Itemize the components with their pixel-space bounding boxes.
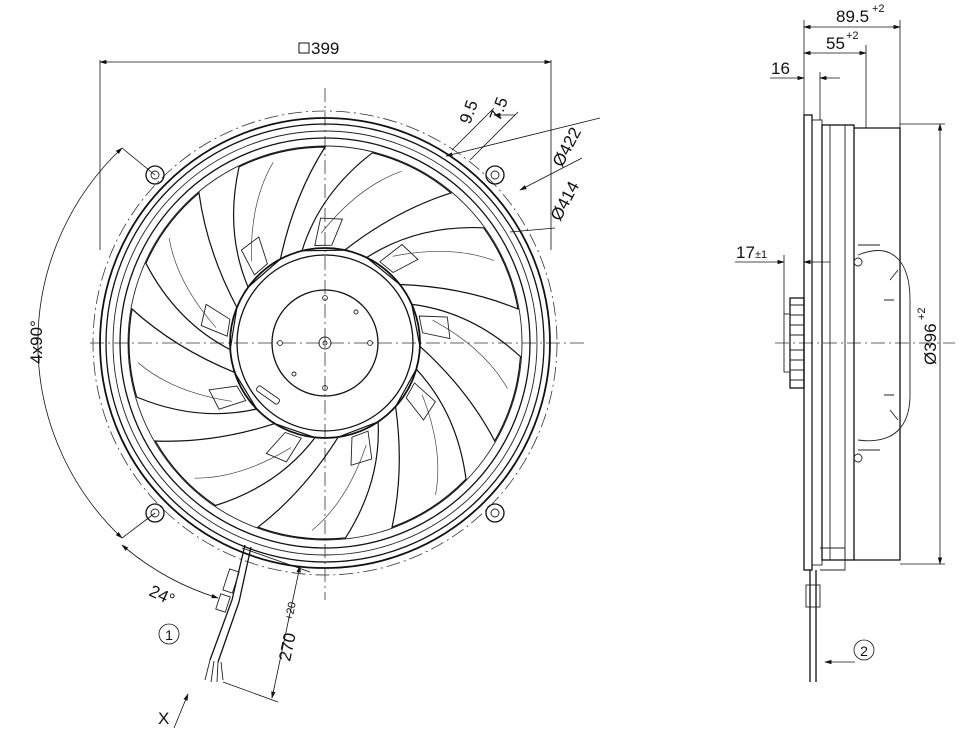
blade-rib <box>194 447 292 479</box>
dim-depth-55: 55 +2 <box>803 30 867 128</box>
flange-thickness-label: 16 <box>771 59 790 78</box>
mount-lug-bottom-left <box>145 503 165 523</box>
mount-lug-bottom-right <box>485 503 505 523</box>
depth-total-label: 89.5 <box>836 7 869 26</box>
fan-blade <box>256 420 379 540</box>
callout-2-label: 2 <box>860 643 868 659</box>
depth-mid-label: 55 <box>826 34 845 53</box>
dim-cable-270: 270 +20 <box>222 547 311 703</box>
callout-1: 1 <box>158 623 180 645</box>
blade-rib <box>168 237 217 328</box>
angle-24-label: 24° <box>146 581 177 609</box>
dim-mount-offsets: 9.5 7.5 <box>451 95 519 161</box>
square-size-label: 399 <box>311 39 339 58</box>
fan-blade <box>128 307 258 415</box>
dim-diameter-422: Ø422 <box>445 117 601 170</box>
blade-rib <box>392 250 495 261</box>
blade-root-pad <box>208 385 247 410</box>
blade-root-pad <box>379 243 419 274</box>
flange-plate <box>803 114 813 571</box>
housing-ring-3 <box>112 130 538 556</box>
shaft <box>318 336 332 350</box>
depth-total-tol: +2 <box>872 3 885 15</box>
dim-square-399: 399 <box>99 39 552 250</box>
dim-angle-4x90: 4x90° <box>27 147 156 539</box>
fan-blade <box>154 422 317 507</box>
fan-blade <box>233 146 327 289</box>
side-cable <box>809 570 817 682</box>
blade-root-pad <box>200 303 231 337</box>
mounting-lugs <box>145 165 505 523</box>
mount-lug-top-left <box>145 165 165 185</box>
side-view: 89.5 +2 55 +2 16 17 ±1 <box>735 3 955 682</box>
hub-protrusion-label: 17 <box>736 243 755 262</box>
hub-screws <box>277 295 373 391</box>
dim-depth-89-5: 89.5 +2 <box>803 3 901 128</box>
view-x-label: X <box>158 709 169 728</box>
fan-blades <box>128 146 522 540</box>
blade-rib <box>320 170 402 234</box>
housing-outer-ring <box>99 117 551 569</box>
housing-inner-ring <box>127 145 523 541</box>
callout-2: 2 <box>824 639 875 665</box>
hub-outer <box>229 247 421 439</box>
view-arrow-x: X <box>158 693 189 729</box>
fan-blade <box>301 152 453 252</box>
hub-protrusion-tol: ±1 <box>755 249 767 261</box>
outer-phantom-circle <box>92 110 558 576</box>
offset-7-5-label: 7.5 <box>486 95 512 124</box>
blade-root-pad <box>350 430 373 466</box>
motor-cap <box>271 289 379 397</box>
hub-ring <box>236 254 414 432</box>
blade-root-pad <box>418 315 451 340</box>
depth-mid-tol: +2 <box>846 30 859 42</box>
dim-diameter-396: Ø396 +2 <box>900 123 945 565</box>
housing-body <box>821 124 855 561</box>
angle-4x90-label: 4x90° <box>27 320 46 364</box>
diameter-396-tol: +2 <box>916 307 928 320</box>
fan-blade <box>411 303 522 443</box>
cable <box>204 544 252 683</box>
cable-length-label: 270 <box>275 631 299 663</box>
cable-length-tol: +20 <box>283 601 299 622</box>
blade-rib <box>421 394 439 496</box>
blade-rib <box>250 162 274 262</box>
dim-hub-17: 17 ±1 <box>735 243 830 314</box>
mount-lug-top-right <box>485 165 505 185</box>
front-view: 399 9.5 7.5 Ø422 Ø414 4x90° <box>27 39 601 729</box>
blade-root-pad <box>314 217 344 246</box>
blade-rib <box>432 319 508 389</box>
dim-angle-24: 24° <box>121 544 219 609</box>
dim-flange-16: 16 <box>770 59 840 120</box>
blade-root-pad <box>240 236 268 276</box>
motor-dome <box>857 250 911 442</box>
flange-ring <box>811 119 823 566</box>
dim-diameter-414: Ø414 <box>509 157 583 233</box>
diameter-396-label: Ø396 <box>921 323 940 365</box>
blade-rib <box>311 444 367 531</box>
blade-root-pad <box>265 431 302 463</box>
label-plate <box>255 385 281 405</box>
diameter-414-label: Ø414 <box>547 178 583 224</box>
blade-root-pad <box>405 382 436 421</box>
fan-blade <box>391 368 467 529</box>
blade-rib <box>137 362 232 402</box>
rear-housing <box>854 127 901 561</box>
hub-cap <box>783 313 791 373</box>
housing-ring-2 <box>105 123 545 563</box>
offset-9-5-label: 9.5 <box>456 98 482 127</box>
square-symbol-icon <box>298 42 310 54</box>
diameter-422-label: Ø422 <box>549 124 585 170</box>
callout-1-label: 1 <box>165 627 173 643</box>
fan-blade <box>365 226 519 310</box>
fan-blade <box>145 191 238 351</box>
